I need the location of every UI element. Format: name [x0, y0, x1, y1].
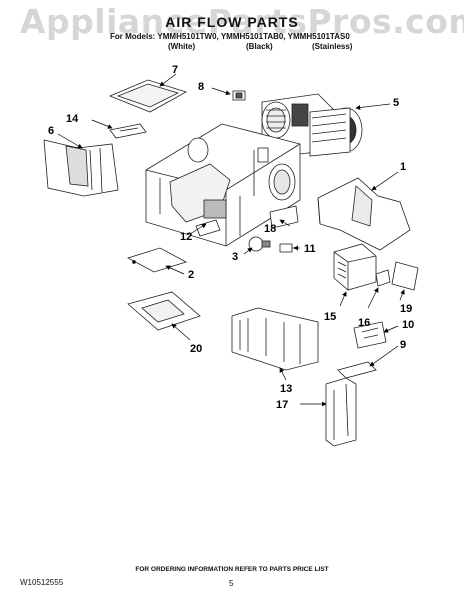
- callout-15: 15: [324, 311, 336, 323]
- part-12-bracket: [195, 219, 221, 237]
- callout-8: 8: [198, 81, 204, 93]
- callout-9: 9: [400, 339, 406, 351]
- callout-17: 17: [276, 399, 288, 411]
- variant-stainless: (Stainless): [312, 42, 353, 51]
- variant-black: (Black): [246, 42, 273, 51]
- page-number: 5: [229, 579, 234, 588]
- part-3-lamp: [248, 236, 271, 252]
- part-20-tray: [127, 291, 201, 331]
- part-10-label: [353, 321, 387, 349]
- callout-7: 7: [172, 64, 178, 76]
- part-18-plate: [269, 205, 299, 229]
- chassis-main: [145, 123, 301, 247]
- callout-11: 11: [304, 243, 316, 255]
- part-2-cover-plate: [126, 247, 188, 273]
- part-8-clip: [232, 90, 246, 101]
- callout-19: 19: [400, 303, 412, 315]
- part-17-panel: [325, 377, 357, 447]
- part-7-filter-pad: [108, 79, 188, 113]
- part-13-vent-panel: [231, 307, 319, 371]
- part-9-bracket: [337, 361, 377, 379]
- callout-5: 5: [393, 97, 399, 109]
- callout-12: 12: [180, 231, 192, 243]
- callout-1: 1: [400, 161, 406, 173]
- callout-2: 2: [188, 269, 194, 281]
- callout-18: 18: [264, 223, 276, 235]
- leader-lines: [57, 73, 405, 407]
- part-14-bracket: [109, 123, 147, 139]
- page-title: AIR FLOW PARTS: [165, 14, 299, 30]
- callout-10: 10: [402, 319, 414, 331]
- part-6-duct-panel: [43, 139, 119, 197]
- callout-6: 6: [48, 125, 54, 137]
- part-19-plate: [391, 261, 419, 291]
- part-1-duct: [317, 177, 411, 251]
- models-line: For Models: YMMH5101TW0, YMMH5101TAB0, Y…: [110, 32, 350, 41]
- callout-14: 14: [66, 113, 79, 125]
- part-16-clip: [375, 269, 391, 287]
- callout-3: 3: [232, 251, 238, 263]
- watermark-text: AppliancePartsPros.com: [20, 2, 464, 41]
- callout-20: 20: [190, 343, 202, 355]
- footer-note: FOR ORDERING INFORMATION REFER TO PARTS …: [135, 566, 329, 573]
- callout-13: 13: [280, 383, 292, 395]
- callout-16: 16: [358, 317, 370, 329]
- variant-white: (White): [168, 42, 196, 51]
- part-15-transformer: [333, 243, 377, 291]
- document-id: W10512555: [20, 578, 64, 587]
